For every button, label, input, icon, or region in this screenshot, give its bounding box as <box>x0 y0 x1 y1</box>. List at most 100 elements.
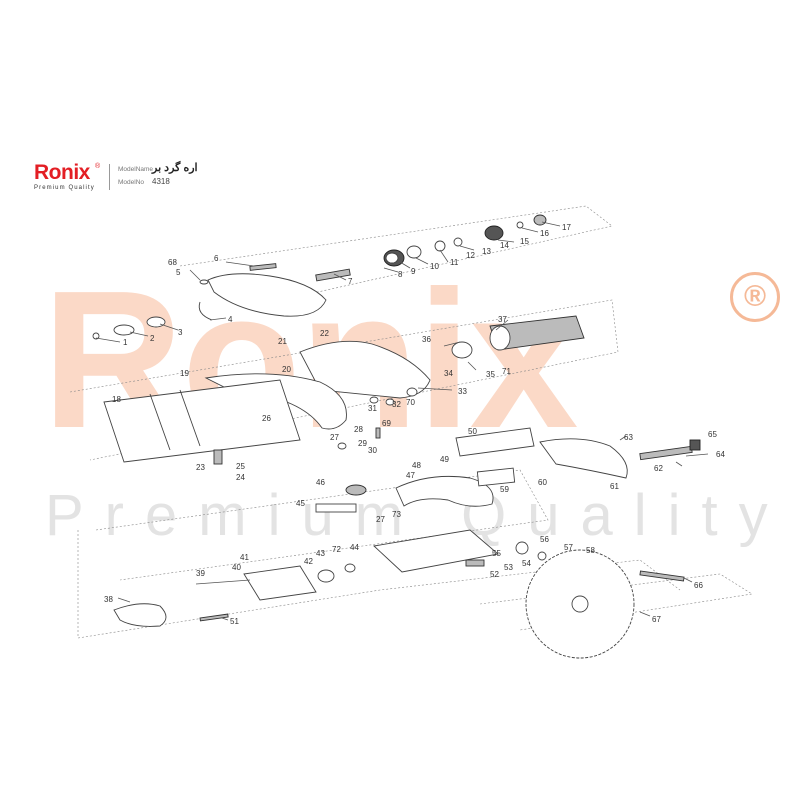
part-number: 11 <box>450 258 459 267</box>
part-number: 66 <box>694 581 703 590</box>
part-number: 65 <box>708 430 717 439</box>
small-screw-c <box>337 442 347 450</box>
base-knob <box>213 449 223 465</box>
part-number: 63 <box>624 433 633 442</box>
part-number: 48 <box>412 461 421 470</box>
bearing-d <box>317 569 335 583</box>
lever-part <box>249 263 277 271</box>
part-number: 23 <box>196 463 205 472</box>
part-number: 35 <box>486 370 495 379</box>
part-number: 45 <box>296 499 305 508</box>
part-number: 20 <box>282 365 291 374</box>
part-number: 10 <box>430 262 439 271</box>
part-number: 62 <box>654 464 663 473</box>
part-number: 1 <box>123 338 128 347</box>
armature-gear <box>484 225 504 241</box>
part-number: 49 <box>440 455 449 464</box>
part-number: 67 <box>652 615 661 624</box>
flange-outer <box>113 324 135 336</box>
part-number: 58 <box>586 546 595 555</box>
part-number: 7 <box>348 277 353 286</box>
part-number: 6 <box>214 254 219 263</box>
handle-cover <box>539 438 628 479</box>
field-coil <box>243 565 317 601</box>
model-no-label: ModelNo <box>118 179 145 186</box>
part-number: 21 <box>278 337 287 346</box>
part-number: 22 <box>320 329 329 338</box>
part-number: 46 <box>316 478 325 487</box>
part-number: 36 <box>422 335 431 344</box>
part-number: 9 <box>411 267 416 276</box>
part-number: 64 <box>716 450 725 459</box>
part-number: 28 <box>354 425 363 434</box>
part-number: 71 <box>502 367 511 376</box>
spring-clip <box>198 301 213 321</box>
part-number: 72 <box>332 545 341 554</box>
part-number: 18 <box>112 395 121 404</box>
label-plate <box>315 503 357 513</box>
part-number: 39 <box>196 569 205 578</box>
part-number: 14 <box>500 241 509 250</box>
watermark-registered-icon: ® <box>730 272 780 322</box>
part-number: 60 <box>538 478 547 487</box>
carbon-brush <box>465 559 485 567</box>
part-number: 5 <box>176 268 181 277</box>
gear-hub <box>385 252 399 264</box>
handle-parts <box>315 427 701 573</box>
spindle-shaft <box>315 268 351 282</box>
part-number: 4 <box>228 315 233 324</box>
part-number: 24 <box>236 473 245 482</box>
part-number: 27 <box>330 433 339 442</box>
bearing-b <box>533 214 547 226</box>
top-parts <box>92 214 547 340</box>
part-number: 44 <box>350 543 359 552</box>
bearing-a <box>406 245 422 259</box>
model-name-label: ModelName <box>118 166 154 173</box>
small-ring <box>516 221 524 229</box>
part-number: 25 <box>236 462 245 471</box>
pin-part <box>375 427 381 439</box>
part-number: 15 <box>520 237 529 246</box>
part-number: 31 <box>368 404 377 413</box>
part-number: 32 <box>392 400 401 409</box>
part-number: 17 <box>562 223 571 232</box>
part-number: 2 <box>150 334 155 343</box>
switch-part <box>476 467 516 487</box>
base-rib-b <box>179 389 201 447</box>
base-plate <box>103 379 301 463</box>
part-number: 27 <box>376 515 385 524</box>
part-number: 54 <box>522 559 531 568</box>
part-number-labels: 1 2 3 4 5 6 7 8 9 10 11 12 13 14 15 16 1… <box>104 223 725 626</box>
blade-arbor-hole <box>571 595 589 613</box>
part-number: 52 <box>490 570 499 579</box>
part-number: 69 <box>382 419 391 428</box>
part-number: 34 <box>444 369 453 378</box>
armature-fan <box>489 325 511 351</box>
fan-baffle <box>113 603 167 627</box>
base-rib-a <box>149 393 171 451</box>
part-number: 8 <box>398 270 403 279</box>
part-number: 37 <box>498 315 507 324</box>
screw-part <box>199 279 209 285</box>
part-number: 30 <box>368 446 377 455</box>
part-number: 3 <box>178 328 183 337</box>
part-number: 68 <box>168 258 177 267</box>
bearing-c <box>451 341 473 359</box>
bolt-part <box>92 332 100 340</box>
part-number: 16 <box>540 229 549 238</box>
depth-lever <box>345 484 367 496</box>
brand-logo: Ronix ® Premium Quality <box>34 162 104 194</box>
part-number: 73 <box>392 510 401 519</box>
middle-parts <box>103 315 585 465</box>
part-number: 12 <box>466 251 475 260</box>
part-number: 19 <box>180 369 189 378</box>
part-number: 29 <box>358 439 367 448</box>
part-number: 53 <box>504 563 513 572</box>
part-number: 38 <box>104 595 113 604</box>
brand-tagline: Premium Quality <box>34 185 95 191</box>
long-screw <box>199 613 229 622</box>
part-number: 41 <box>240 553 249 562</box>
part-number: 33 <box>458 387 467 396</box>
part-number: 55 <box>492 549 501 558</box>
